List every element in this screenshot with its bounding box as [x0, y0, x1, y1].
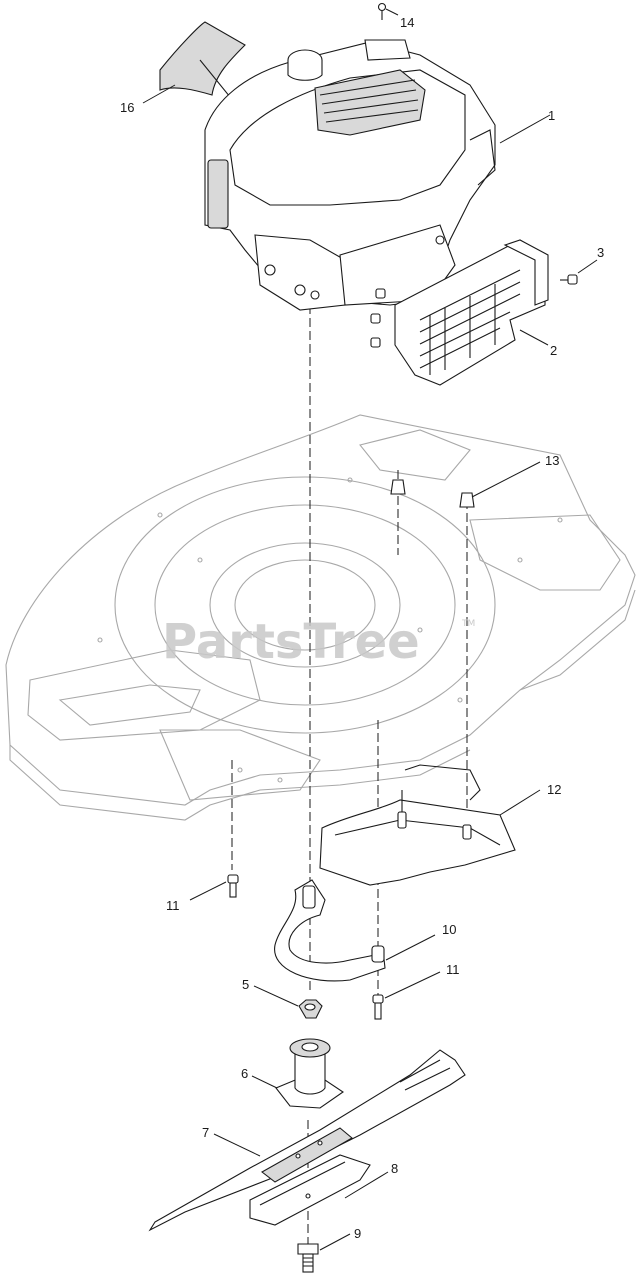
part-13-bolts [390, 479, 475, 508]
part-12-baffle [319, 764, 516, 886]
callout-7: 7 [202, 1125, 209, 1140]
callout-12: 12 [547, 782, 561, 797]
part-5-nut [298, 999, 323, 1019]
part-1-engine [204, 39, 496, 311]
callout-10: 10 [442, 922, 456, 937]
part-11-bolt-left [227, 874, 239, 898]
part-9-blade-bolt [297, 1243, 319, 1273]
part-7-blade [148, 1049, 466, 1232]
callout-16: 16 [120, 100, 134, 115]
callout-8: 8 [391, 1161, 398, 1176]
part-3-bolt [560, 274, 578, 285]
part-6-adapter [275, 1038, 344, 1109]
callout-leaders [142, 8, 598, 1251]
callout-11-right: 11 [446, 962, 460, 977]
watermark: PartsTree TM [162, 614, 475, 670]
callout-14: 14 [400, 15, 414, 30]
callout-1: 1 [548, 108, 555, 123]
part-8-stiffener [249, 1154, 371, 1226]
engine-mounting-bolts [370, 288, 386, 348]
callout-9: 9 [354, 1226, 361, 1241]
part-14-screw [377, 2, 387, 20]
callout-2: 2 [550, 343, 557, 358]
watermark-trademark: TM [461, 619, 475, 629]
callout-13: 13 [545, 453, 559, 468]
part-2-heat-shield [394, 239, 549, 386]
callout-5: 5 [242, 977, 249, 992]
callout-6: 6 [241, 1066, 248, 1081]
callout-11-left: 11 [166, 898, 180, 913]
part-10-bracket [274, 879, 386, 982]
callout-labels: 1 2 3 14 16 13 12 11 10 11 5 6 7 8 9 [120, 15, 604, 1241]
callout-3: 3 [597, 245, 604, 260]
watermark-text: PartsTree [162, 614, 420, 670]
part-11-bolt-right [372, 994, 384, 1020]
